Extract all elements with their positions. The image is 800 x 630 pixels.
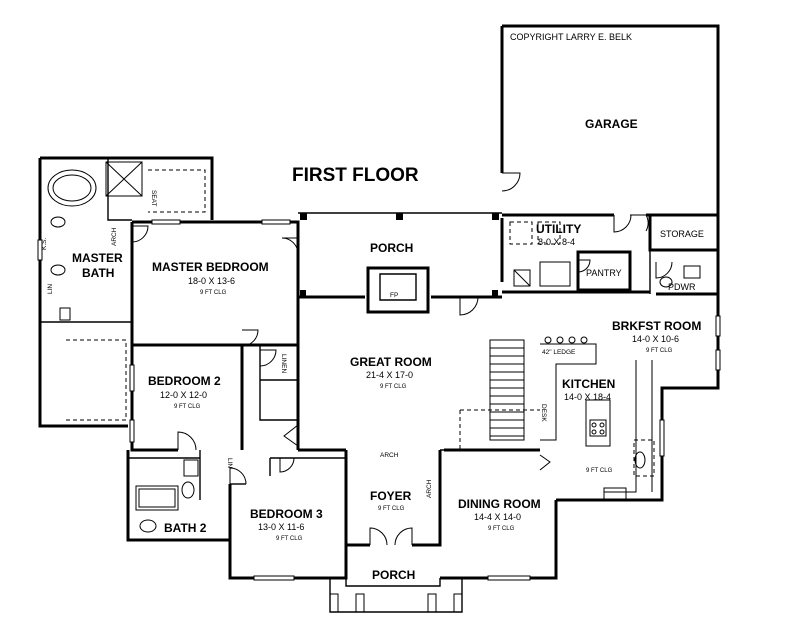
plan-title: FIRST FLOOR	[292, 165, 419, 186]
master-bath-label-1: MASTER	[72, 251, 123, 265]
brkfst-room-dims: 14-0 X 10-6	[632, 334, 679, 344]
desk-label: DESK	[540, 404, 547, 422]
great-room-arch-label: ARCH	[380, 452, 399, 459]
great-room-label: GREAT ROOM	[350, 355, 432, 369]
labels: FIRST FLOOR COPYRIGHT LARRY E. BELK GARA…	[41, 32, 704, 582]
bedroom2-label: BEDROOM 2	[148, 374, 221, 388]
windows	[37, 219, 721, 581]
ks-label: K.S.	[41, 238, 48, 250]
master-arch-label: ARCH	[111, 227, 118, 246]
brkfst-room-label: BRKFST ROOM	[612, 319, 701, 333]
foyer-arch-label: ARCH	[426, 479, 433, 498]
ledge-label: 42" LEDGE	[542, 349, 576, 356]
dining-room-dims: 14-4 X 14-0	[474, 512, 521, 522]
seat-label: SEAT	[150, 190, 157, 207]
master-bedroom-label: MASTER BEDROOM	[152, 260, 269, 274]
storage-label: STORAGE	[660, 229, 704, 239]
bedroom2-dims: 12-0 X 12-0	[160, 390, 207, 400]
utility-dims: 8-0 X 8-4	[538, 237, 575, 247]
master-bath-label-2: BATH	[82, 266, 114, 280]
great-room-ceiling: 9 FT CLG	[380, 384, 407, 390]
foyer-ceiling: 9 FT CLG	[378, 506, 405, 512]
master-bedroom-dims: 18-0 X 13-6	[188, 276, 235, 286]
front-porch-structure	[329, 578, 463, 613]
front-porch-label: PORCH	[372, 568, 415, 582]
bath2-lin-label: LIN	[226, 458, 233, 468]
linen-label: LINEN	[280, 354, 287, 373]
kitchen-dims: 14-0 X 18-4	[564, 392, 611, 402]
rear-porch-label: PORCH	[370, 241, 413, 255]
copyright-text: COPYRIGHT LARRY E. BELK	[510, 32, 632, 42]
fixtures	[47, 161, 701, 533]
pdwr-label: PDWR	[668, 282, 696, 292]
master-lin-label: LIN	[47, 284, 54, 294]
bedroom3-ceiling: 9 FT CLG	[276, 536, 303, 542]
kitchen-ceiling: 9 FT CLG	[586, 468, 613, 474]
foyer-label: FOYER	[370, 489, 412, 503]
kitchen-label: KITCHEN	[562, 377, 615, 391]
master-bedroom-ceiling: 9 FT CLG	[200, 290, 227, 296]
dining-room-ceiling: 9 FT CLG	[488, 526, 515, 532]
bedroom3-dims: 13-0 X 11-6	[258, 522, 304, 532]
brkfst-room-ceiling: 9 FT CLG	[646, 348, 673, 354]
bath2-label: BATH 2	[164, 521, 207, 535]
doors	[131, 172, 673, 546]
bedroom2-ceiling: 9 FT CLG	[174, 404, 201, 410]
garage-label: GARAGE	[585, 117, 638, 131]
utility-label: UTILITY	[536, 222, 581, 236]
bedroom3-label: BEDROOM 3	[250, 507, 323, 521]
stairs	[489, 339, 525, 441]
great-room-dims: 21-4 X 17-0	[366, 370, 413, 380]
pantry-label: PANTRY	[586, 268, 622, 278]
porch-columns	[300, 213, 499, 296]
dining-room-label: DINING ROOM	[458, 497, 541, 511]
fireplace-label: FP	[390, 292, 398, 299]
